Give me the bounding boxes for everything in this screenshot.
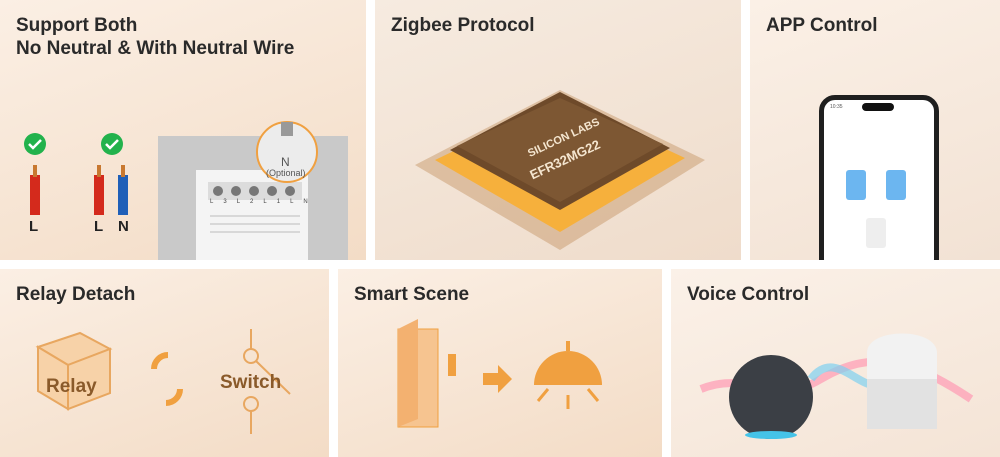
switch-label: Switch bbox=[220, 372, 282, 393]
app-title: APP Control bbox=[766, 15, 878, 36]
check-icon bbox=[24, 133, 46, 155]
scene-title: Smart Scene bbox=[354, 284, 470, 305]
relay-panel: Relay Detach Relay Switch bbox=[0, 269, 329, 457]
lamp-icon bbox=[534, 341, 602, 409]
door-sensor-icon bbox=[397, 319, 456, 428]
relay-icon bbox=[35, 331, 113, 411]
switch-module bbox=[158, 136, 348, 260]
zigbee-panel: Zigbee Protocol SILICON LABS EFR32MG22 bbox=[375, 0, 741, 260]
phone-time: 10:35 bbox=[830, 104, 843, 110]
live-wire bbox=[30, 165, 40, 215]
voice-panel: Voice Control bbox=[671, 269, 1000, 457]
neutral-label: N bbox=[118, 218, 129, 235]
device-on-button[interactable] bbox=[846, 170, 866, 200]
live-label: L bbox=[29, 218, 39, 235]
wiring-panel: Support Both No Neutral & With Neutral W… bbox=[0, 0, 366, 260]
unlink-icon bbox=[151, 352, 183, 406]
chip-illustration bbox=[415, 90, 705, 250]
phone-notch bbox=[862, 103, 894, 111]
wiring-illustration bbox=[24, 121, 348, 260]
relay-illustration bbox=[35, 329, 291, 434]
app-panel: APP Control 10:35 bbox=[750, 0, 1000, 260]
relay-label: Relay bbox=[46, 376, 97, 397]
live-label: L bbox=[94, 218, 104, 235]
arrow-right-icon bbox=[483, 365, 512, 393]
scene-illustration bbox=[397, 319, 602, 428]
echo-speaker-icon bbox=[729, 355, 813, 439]
terminal-labels: L3L2L1LN bbox=[210, 199, 318, 205]
callout-n: N bbox=[281, 155, 290, 169]
device-off-button[interactable] bbox=[866, 218, 886, 248]
check-icon bbox=[101, 133, 123, 155]
callout-optional: (Optional) bbox=[266, 168, 306, 178]
google-speaker-icon bbox=[867, 333, 937, 429]
relay-title: Relay Detach bbox=[16, 284, 136, 305]
voice-title: Voice Control bbox=[687, 284, 810, 305]
voice-illustration bbox=[699, 333, 974, 439]
zigbee-title: Zigbee Protocol bbox=[391, 15, 535, 36]
neutral-callout bbox=[256, 121, 318, 183]
device-on-button[interactable] bbox=[886, 170, 906, 200]
live-wire bbox=[94, 165, 104, 215]
wiring-title: Support Both No Neutral & With Neutral W… bbox=[16, 15, 295, 59]
neutral-wire bbox=[118, 165, 128, 215]
switch-icon bbox=[243, 329, 291, 434]
phone: 10:35 bbox=[819, 95, 939, 260]
scene-panel: Smart Scene bbox=[338, 269, 662, 457]
